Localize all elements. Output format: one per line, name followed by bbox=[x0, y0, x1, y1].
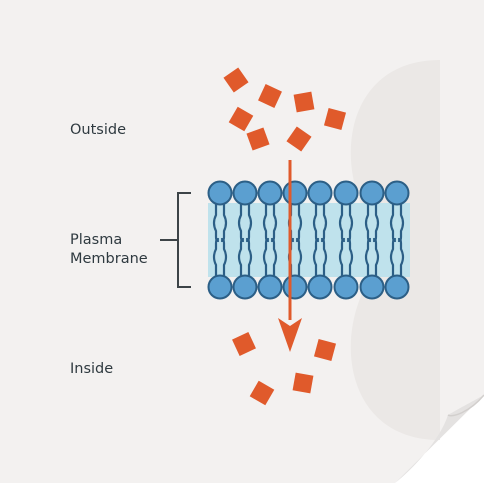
lipid-head-bottom bbox=[384, 274, 410, 300]
lipid-head-bottom bbox=[232, 274, 258, 300]
lipid-head-top bbox=[232, 180, 258, 206]
arrow-down-icon bbox=[278, 318, 302, 352]
lipid-head-bottom bbox=[333, 274, 359, 300]
square-particle-icon bbox=[286, 126, 312, 152]
square-particle-icon bbox=[246, 127, 270, 151]
lipid-head-top bbox=[307, 180, 333, 206]
lipid-tail-bottom bbox=[212, 237, 220, 279]
lipid-tail-bottom bbox=[346, 237, 354, 279]
lipid-head-top bbox=[333, 180, 359, 206]
membrane-bracket bbox=[177, 192, 191, 288]
lipid-head-top bbox=[207, 180, 233, 206]
square-particle-icon bbox=[323, 107, 347, 131]
lipid-head-bottom bbox=[207, 274, 233, 300]
lipid-tail-bottom bbox=[372, 237, 380, 279]
lipid-tail-bottom bbox=[270, 237, 278, 279]
lipid-head-top bbox=[282, 180, 308, 206]
plasma-label-line2: Membrane bbox=[70, 251, 148, 267]
lipid-head-bottom bbox=[282, 274, 308, 300]
square-particle-icon bbox=[249, 380, 275, 406]
inside-label: Inside bbox=[70, 361, 114, 377]
lipid-tail-bottom bbox=[320, 237, 328, 279]
lipid-tail-bottom bbox=[245, 237, 253, 279]
plasma-membrane-label: Plasma Membrane bbox=[70, 231, 148, 269]
lipid-tail-bottom bbox=[220, 237, 228, 279]
square-particle-icon bbox=[223, 67, 249, 93]
membrane-core bbox=[208, 203, 410, 277]
lipid-tail-bottom bbox=[237, 237, 245, 279]
lipid-head-top bbox=[257, 180, 283, 206]
page-curl-icon bbox=[395, 395, 484, 483]
page-curl-shadow bbox=[447, 394, 484, 417]
square-particle-icon bbox=[313, 338, 337, 362]
square-particle-icon bbox=[258, 84, 282, 108]
lipid-tail-bottom bbox=[389, 237, 397, 279]
lipid-tail-bottom bbox=[295, 237, 303, 279]
lipid-head-top bbox=[384, 180, 410, 206]
square-particle-icon bbox=[292, 372, 314, 394]
outside-label: Outside bbox=[70, 122, 126, 138]
lipid-tail-bottom bbox=[338, 237, 346, 279]
lipid-tail-bottom bbox=[262, 237, 270, 279]
lipid-head-bottom bbox=[307, 274, 333, 300]
square-particle-icon bbox=[293, 91, 315, 113]
lipid-head-bottom bbox=[359, 274, 385, 300]
lipid-head-top bbox=[359, 180, 385, 206]
plasma-label-line1: Plasma bbox=[70, 232, 123, 248]
lipid-head-bottom bbox=[257, 274, 283, 300]
lipid-tail-bottom bbox=[397, 237, 405, 279]
square-particle-icon bbox=[228, 106, 254, 132]
lipid-tail-bottom bbox=[312, 237, 320, 279]
lipid-tail-bottom bbox=[364, 237, 372, 279]
square-particle-icon bbox=[232, 332, 256, 356]
